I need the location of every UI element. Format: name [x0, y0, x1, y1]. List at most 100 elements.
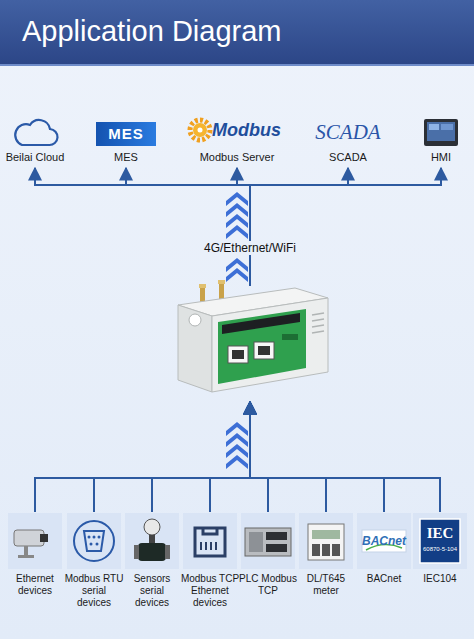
- serial-icon: [74, 521, 114, 561]
- scada-node: SCADASCADA: [303, 112, 393, 168]
- decor-path: [226, 225, 248, 239]
- device-node: Ethernet devices: [4, 512, 66, 622]
- logo-text: SCADA: [303, 120, 393, 144]
- bus-connector: [152, 402, 250, 512]
- decor-polygon: [218, 309, 306, 384]
- gateway-node: [170, 286, 330, 402]
- bus-connector: [35, 168, 250, 286]
- decor-circle: [190, 120, 210, 140]
- cloud-node: Beilai Cloud: [0, 112, 70, 168]
- decor-rect: [322, 544, 330, 556]
- plc-icon: [245, 528, 291, 556]
- bus-connector: [250, 402, 440, 512]
- decor-rect: [429, 124, 439, 130]
- logo-text: BACnet: [355, 534, 413, 548]
- device-node: DL/T645 meter: [295, 512, 357, 622]
- device-node: Sensors serial devices: [121, 512, 183, 622]
- decor-rect: [424, 119, 458, 146]
- camera-icon: [14, 530, 48, 558]
- decor-rect: [165, 545, 170, 559]
- bus-connector: [210, 402, 250, 512]
- node-caption: Sensors serial devices: [122, 573, 182, 609]
- decor-rect: [312, 544, 320, 556]
- decor-circle: [88, 536, 91, 539]
- decor-rect: [441, 124, 453, 130]
- decor-line: [312, 319, 324, 321]
- bus-connector: [250, 402, 326, 512]
- node-caption: DL/T645 meter: [296, 573, 356, 597]
- decor-rect: [199, 284, 206, 288]
- decor-rect: [138, 543, 166, 561]
- decor-circle: [189, 314, 201, 326]
- decor-rect: [299, 513, 353, 569]
- modbus-node: ModbusModbus Server: [182, 112, 292, 168]
- logo-text: MES: [96, 122, 156, 146]
- node-caption: Modbus Server: [182, 150, 292, 164]
- decor-rect: [232, 350, 244, 359]
- decor-circle: [198, 128, 203, 133]
- device-node: IEC 60870-5-104IEC104: [409, 512, 471, 622]
- logo-text: IEC: [420, 524, 460, 542]
- sensor-icon: [134, 519, 170, 561]
- decor-circle: [90, 543, 93, 546]
- logo-text: 60870-5-104: [420, 545, 460, 553]
- page-title: Application Diagram: [22, 15, 282, 48]
- hmi-node: HMI: [411, 112, 471, 168]
- decor-rect: [254, 342, 274, 359]
- bus-connector: [250, 168, 441, 286]
- decor-path: [195, 528, 225, 556]
- bus-connector: [126, 168, 250, 286]
- decor-rect: [24, 546, 28, 556]
- bus-connector: [250, 402, 384, 512]
- node-caption: Modbus RTU serial devices: [64, 573, 124, 609]
- decor-line: [312, 313, 324, 315]
- decor-rect: [266, 544, 287, 552]
- link-label: 4G/Ethernet/WiFi: [180, 241, 320, 256]
- decor-rect: [125, 513, 179, 569]
- device-node: PLC Modbus TCP: [237, 512, 299, 622]
- decor-polygon: [178, 305, 212, 392]
- logo-text: Modbus: [212, 118, 292, 142]
- decor-rect: [18, 555, 34, 558]
- device-node: BACnetBACnet: [353, 512, 415, 622]
- decor-circle: [144, 519, 160, 535]
- decor-rect: [67, 513, 121, 569]
- node-caption: MES: [86, 150, 166, 164]
- device-tiles: [8, 513, 467, 569]
- decor-line: [215, 542, 217, 550]
- node-caption: IEC104: [410, 573, 470, 585]
- node-caption: Ethernet devices: [5, 573, 65, 597]
- decor-rect: [312, 530, 340, 539]
- hmi-icon: [424, 119, 458, 146]
- node-caption: BACnet: [354, 573, 414, 585]
- node-caption: Beilai Cloud: [0, 150, 70, 164]
- decor-rect: [245, 528, 291, 556]
- decor-rect: [332, 544, 340, 556]
- bus-connector: [250, 402, 268, 512]
- iec-plate: [420, 519, 460, 563]
- gateway-device: [178, 280, 328, 392]
- decor-path: [226, 455, 248, 469]
- device-node: Modbus RTU serial devices: [63, 512, 125, 622]
- meter-icon: [308, 524, 344, 560]
- decor-rect: [14, 530, 44, 546]
- bus-connector: [94, 402, 250, 512]
- decor-rect: [218, 280, 225, 284]
- decor-rect: [219, 282, 224, 300]
- decor-rect: [308, 524, 344, 560]
- decor-rect: [427, 122, 455, 141]
- decor-line: [312, 331, 324, 333]
- decor-line: [200, 542, 202, 550]
- link-label-text: 4G/Ethernet/WiFi: [201, 241, 299, 255]
- chevron-stack: [226, 192, 248, 469]
- decor-line: [312, 325, 324, 327]
- mes-node: MES MES: [86, 112, 166, 168]
- decor-rect: [8, 513, 62, 569]
- decor-path: [226, 268, 248, 282]
- decor-circle: [74, 521, 114, 561]
- decor-rect: [413, 513, 467, 569]
- bus-connector: [35, 402, 250, 512]
- decor-rect: [228, 346, 248, 363]
- decor-rect: [149, 535, 155, 543]
